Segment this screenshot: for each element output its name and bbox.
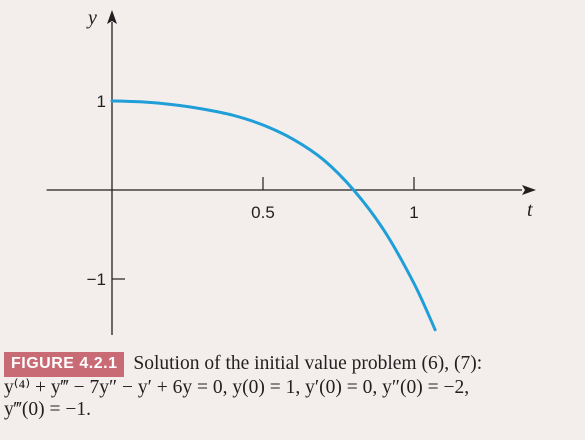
figure-label: FIGURE 4.2.1 (4, 352, 125, 377)
axes: ty (46, 7, 536, 335)
x-tick-label: 1 (409, 203, 418, 222)
figure-caption: FIGURE 4.2.1 Solution of the initial val… (4, 352, 582, 421)
solution-curve (110, 99, 437, 332)
x-axis-label: t (527, 199, 533, 221)
series (110, 99, 437, 332)
caption-line-1: FIGURE 4.2.1 Solution of the initial val… (4, 352, 582, 377)
ticks: 0.5 1 1 −1 (87, 92, 419, 289)
caption-line-3: y‴(0) = −1. (4, 399, 91, 420)
y-tick-label: 1 (97, 92, 106, 111)
caption-text-1: Solution of the initial value problem (6… (133, 353, 483, 374)
y-axis-label: y (86, 7, 97, 29)
caption-line-2: y⁽⁴⁾ + y‴ − 7y″ − y′ + 6y = 0, y(0) = 1,… (4, 377, 470, 398)
y-axis-arrow (107, 10, 117, 24)
y-tick-label: −1 (87, 270, 106, 289)
x-axis-arrow (522, 185, 536, 195)
x-tick-label: 0.5 (251, 203, 275, 222)
